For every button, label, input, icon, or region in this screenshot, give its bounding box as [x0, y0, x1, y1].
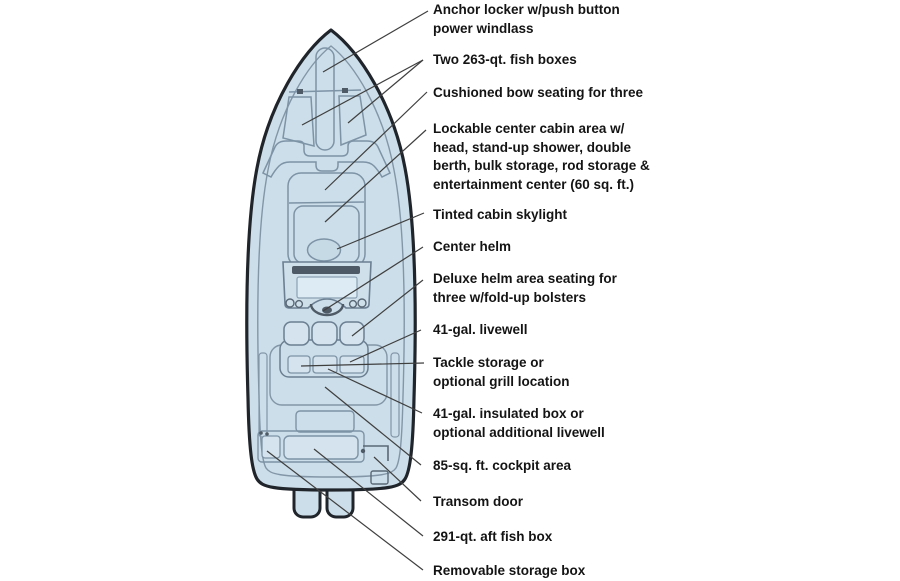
leader-cockpit	[324, 386, 422, 466]
cup-holder	[348, 299, 358, 309]
insulated-box	[312, 355, 338, 374]
leader-center-helm	[322, 246, 424, 312]
callout-storage-box: Removable storage box	[433, 563, 586, 578]
stern-structures	[257, 430, 389, 485]
leader-storage-box	[266, 450, 424, 571]
latch	[265, 432, 269, 436]
callout-transom-door: Transom door	[433, 494, 524, 509]
callout-skylight: Tinted cabin skylight	[433, 207, 568, 222]
leader-anchor-locker	[322, 10, 429, 73]
leader-fish-box-left	[301, 59, 424, 126]
console-screen	[296, 276, 358, 299]
leader-lines	[266, 10, 429, 571]
callout-bow-seating: Cushioned bow seating for three	[433, 85, 644, 100]
callout-helm-seating: Deluxe helm area seating for three w/fol…	[433, 271, 617, 305]
leader-bow-seating	[324, 91, 428, 191]
transom-door-latch	[360, 448, 366, 454]
bow-seat	[262, 140, 391, 178]
transom-door	[363, 445, 389, 461]
cabin-front-seam	[288, 201, 365, 204]
callout-center-helm: Center helm	[433, 239, 512, 254]
leader-fish-box-right	[347, 59, 424, 124]
cabin-skylight	[306, 238, 342, 262]
callout-tackle-storage: Tackle storage or optional grill locatio…	[433, 355, 570, 389]
removable-storage-box	[261, 435, 281, 459]
leader-skylight	[336, 212, 425, 250]
latch	[259, 431, 263, 435]
helm-seat-cushion	[311, 321, 338, 346]
cup-holder	[285, 298, 295, 308]
bow-structures	[262, 47, 391, 178]
deck-inner-line	[257, 45, 405, 478]
cup-holder	[357, 298, 367, 308]
hinge-right	[342, 88, 348, 93]
callout-livewell: 41-gal. livewell	[433, 322, 528, 337]
helm-console	[282, 261, 372, 317]
bow-fish-box-right	[338, 95, 367, 147]
callout-anchor-locker: Anchor locker w/push button power windla…	[433, 2, 620, 36]
cockpit-structures	[269, 321, 388, 433]
deck-hatch	[295, 410, 355, 433]
stern-step	[370, 470, 389, 485]
leader-cabin	[324, 129, 427, 223]
callout-aft-fish-box: 291-qt. aft fish box	[433, 529, 553, 544]
callout-cockpit-area: 85-sq. ft. cockpit area	[433, 458, 572, 473]
leader-aft-fish-box	[313, 448, 424, 537]
helm-seat-cushion	[283, 321, 310, 346]
callout-cabin: Lockable center cabin area w/ head, stan…	[433, 121, 650, 192]
console-brow	[292, 266, 360, 274]
anchor-locker	[315, 47, 335, 151]
callout-fish-boxes: Two 263-qt. fish boxes	[433, 52, 577, 67]
callout-insulated-box: 41-gal. insulated box or optional additi…	[433, 406, 605, 440]
leader-livewell	[349, 329, 422, 363]
leader-insulated-box	[327, 368, 423, 414]
leader-transom-door	[373, 456, 422, 502]
side-pocket-right	[390, 352, 400, 438]
hinge-left	[297, 89, 303, 94]
bow-fish-box-left	[282, 96, 315, 147]
helm-seat-cushion	[339, 321, 365, 346]
leader-tackle-storage	[300, 362, 425, 367]
tackle-storage-box	[287, 355, 311, 374]
cup-holder	[294, 299, 304, 309]
steering-wheel-hub	[322, 306, 332, 314]
aft-fish-box	[283, 435, 359, 460]
steering-wheel	[309, 303, 345, 317]
leader-helm-seating	[351, 279, 424, 337]
